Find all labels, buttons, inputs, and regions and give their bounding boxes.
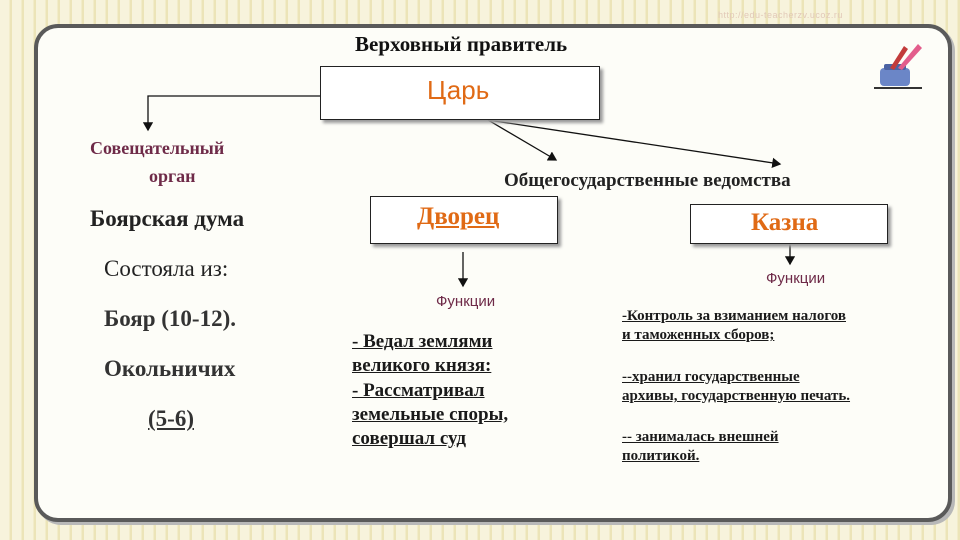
advisory-body-label-line2: орган [149, 166, 196, 186]
dvorets-functions-label: Функции [436, 293, 496, 310]
dvorets-function-line: земельные споры, [352, 403, 509, 425]
okolnichi-count: (5-6) [148, 406, 194, 431]
dvorets-title: Дворец [417, 203, 500, 230]
tsar-to-duma-arrow [142, 95, 320, 132]
kazna-function-line: -- занималась внешней [622, 429, 779, 445]
dvorets-functions-list: - Ведал землями великого князя: - Рассма… [352, 330, 508, 452]
kazna-functions-label: Функции [766, 270, 826, 287]
watermark-url: http://edu-teacherzv.ucoz.ru [718, 10, 843, 20]
dvorets-function-line: совершал суд [352, 428, 466, 450]
kazna-function-item: -Контроль за взиманием налогов и таможен… [622, 307, 846, 345]
supreme-ruler-label: Верховный правитель [355, 32, 568, 56]
dvorets-box: Дворец [370, 196, 558, 244]
quill-ink-icon [874, 44, 922, 89]
tsar-to-agencies-arrow [487, 119, 558, 161]
kazna-function-item: -- занималась внешней политикой. [622, 428, 779, 466]
dvorets-function-line: - Ведал землями [352, 331, 493, 352]
kazna-box: Казна [690, 204, 888, 244]
kazna-function-line: и таможенных сборов; [622, 327, 775, 344]
advisory-body-label-line1: Совещательный [90, 138, 225, 158]
boyar-duma-title: Боярская дума [90, 206, 245, 231]
tsar-to-agencies-arrow-right [487, 119, 782, 168]
okolnichi-label: Окольничих [104, 356, 236, 381]
kazna-title: Казна [751, 209, 819, 236]
dvorets-function-line: великого князя: [352, 355, 492, 377]
tsar-title: Царь [427, 75, 490, 105]
kazna-function-line: -Контроль за взиманием налогов [622, 308, 846, 324]
state-agencies-label: Общегосударственные ведомства [504, 170, 791, 191]
kazna-function-line: --хранил государственные [622, 369, 800, 385]
kazna-function-line: политикой. [622, 448, 700, 465]
kazna-function-item: --хранил государственные архивы, государ… [622, 368, 850, 406]
consisted-of-label: Состояла из: [104, 256, 229, 281]
boyars-count: Бояр (10-12). [104, 306, 236, 331]
tsar-box: Царь [320, 66, 600, 120]
dvorets-function-line: - Рассматривал [352, 379, 485, 401]
kazna-function-line: архивы, государственную печать. [622, 388, 851, 405]
